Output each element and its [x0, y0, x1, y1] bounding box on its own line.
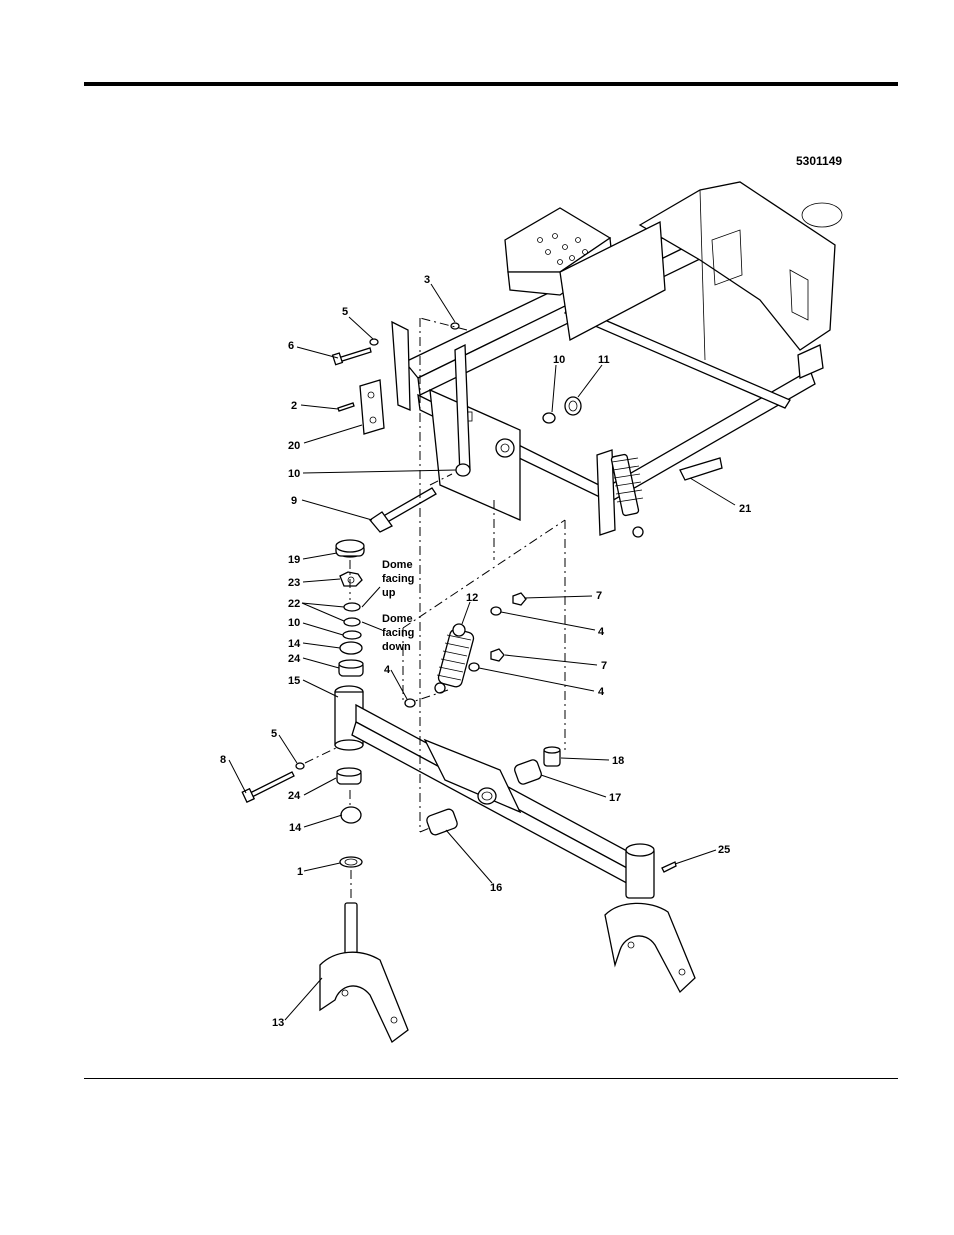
- label-4-b: 4: [598, 686, 605, 698]
- label-7-a: 7: [596, 590, 602, 602]
- dome-notes: Dome facing up Dome facing down: [382, 559, 414, 653]
- label-10: 10: [288, 468, 300, 480]
- part-11-bushing: [565, 397, 581, 415]
- label-4-a: 4: [598, 626, 605, 638]
- part-4-washer-b: [469, 663, 479, 671]
- part-2-screw: [338, 403, 354, 411]
- label-17: 17: [609, 792, 621, 804]
- part-12-shock: [435, 624, 475, 693]
- part-16-bushing: [425, 808, 458, 836]
- bottom-rule: [84, 1078, 898, 1079]
- note-dome-up-line3: up: [382, 587, 396, 599]
- label-10-right: 10: [553, 354, 565, 366]
- label-18: 18: [612, 755, 624, 767]
- label-14: 14: [288, 638, 301, 650]
- callout-labels: 3 5 6 2 20 10 9 10 11 21 19 23 22 10 14 …: [220, 274, 751, 1029]
- label-7-b: 7: [601, 660, 607, 672]
- label-24: 24: [288, 653, 301, 665]
- label-23: 23: [288, 577, 300, 589]
- left-mount-bracket: [360, 322, 410, 434]
- label-22: 22: [288, 598, 300, 610]
- label-6: 6: [288, 340, 294, 352]
- part-5-washer: [370, 339, 378, 345]
- label-12: 12: [466, 592, 478, 604]
- part-7-nut-b: [491, 649, 504, 661]
- label-2: 2: [291, 400, 297, 412]
- label-1: 1: [297, 866, 303, 878]
- label-10-stack: 10: [288, 617, 300, 629]
- part-25-screw: [662, 862, 676, 872]
- label-25: 25: [718, 844, 730, 856]
- note-dome-down-line3: down: [382, 641, 411, 653]
- note-dome-up-line1: Dome: [382, 559, 413, 571]
- label-20: 20: [288, 440, 300, 452]
- label-21: 21: [739, 503, 751, 515]
- part-6-bolt: [333, 348, 371, 365]
- note-dome-down-line2: facing: [382, 627, 414, 639]
- part-9-bolt: [370, 488, 436, 532]
- label-3: 3: [424, 274, 430, 286]
- label-19: 19: [288, 554, 300, 566]
- label-14-lower: 14: [289, 822, 302, 834]
- part-13-caster-fork-left: [320, 952, 408, 1042]
- part-4-washer-a: [491, 607, 501, 615]
- part-7-nut-a: [513, 593, 526, 605]
- label-4-c: 4: [384, 664, 391, 676]
- note-dome-down-line1: Dome: [382, 613, 413, 625]
- label-15: 15: [288, 675, 300, 687]
- part-5-washer-lower: [296, 763, 304, 769]
- label-11: 11: [598, 354, 610, 366]
- label-16: 16: [490, 882, 502, 894]
- label-8: 8: [220, 754, 226, 766]
- label-24-lower: 24: [288, 790, 301, 802]
- part-3-nut: [451, 323, 459, 329]
- part-8-bolt: [242, 772, 294, 802]
- label-13: 13: [272, 1017, 284, 1029]
- label-9: 9: [291, 495, 297, 507]
- spindle-stack: [335, 540, 364, 963]
- part-10-washer-upper: [456, 464, 470, 476]
- label-5-lower: 5: [271, 728, 277, 740]
- part-13-caster-fork-right: [605, 903, 695, 992]
- note-dome-up-line2: facing: [382, 573, 414, 585]
- part-18-bushing: [544, 747, 560, 766]
- part-17-bushing: [513, 758, 542, 785]
- part-4-washer-c: [405, 699, 415, 707]
- label-5: 5: [342, 306, 348, 318]
- part-10-washer-right: [543, 413, 555, 423]
